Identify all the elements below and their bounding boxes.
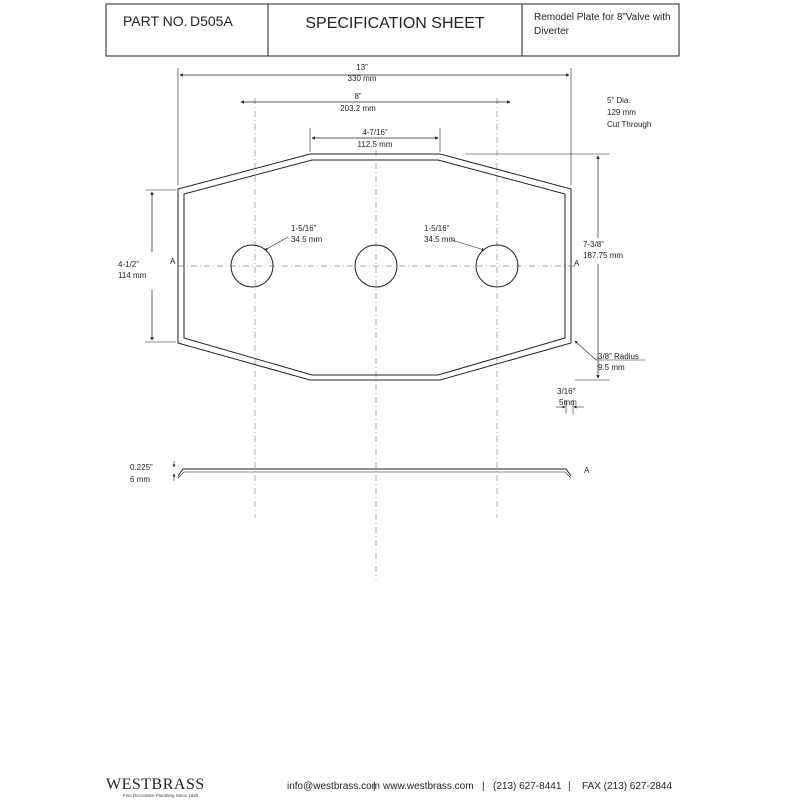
side-height-mm: 114 mm: [118, 271, 147, 280]
center-lines: [178, 98, 575, 580]
brand-logo: WESTBRASS: [106, 776, 205, 793]
right-valve-hole: [475, 244, 519, 288]
hole-right-mm: 34.5 mm: [424, 235, 455, 244]
description-line-1: Remodel Plate for 8”Valve with: [534, 12, 671, 23]
plate-outline: [177, 153, 572, 381]
footer-separator-3: |: [568, 781, 571, 792]
side-height-dimension: 4-1/2” 114 mm A: [118, 189, 176, 343]
dia-line-3: Cut Through: [607, 120, 651, 129]
middle-valve-hole: [354, 244, 398, 288]
center-spacing-dimension: 8” 203.2 mm: [240, 92, 511, 113]
center-spacing-mm: 203.2 mm: [340, 104, 376, 113]
overall-width-mm: 330 mm: [348, 74, 377, 83]
section-marker-left: A: [170, 257, 176, 266]
overall-width-in: 13”: [356, 63, 368, 72]
section-marker-right: A: [574, 259, 580, 268]
description-line-2: Diverter: [534, 26, 570, 37]
flange-in: 3/16”: [557, 387, 576, 396]
radius-in: 3/8” Radius: [598, 352, 639, 361]
left-valve-hole: [230, 244, 274, 288]
overall-width-dimension: 13” 330 mm: [177, 63, 572, 185]
brand-tagline: Fine Decorative Plumbing Since 1935: [123, 793, 199, 798]
thickness-mm: 6 mm: [130, 475, 150, 484]
part-number: D505A: [190, 13, 233, 29]
hole-left-in: 1-5/16”: [291, 224, 317, 233]
section-view: 0.225” 6 mm A: [130, 461, 590, 484]
left-hole-callout: 1-5/16” 34.5 mm: [264, 224, 322, 251]
valve-holes: [230, 244, 519, 288]
top-edge-in: 4-7/16”: [362, 128, 388, 137]
cut-through-callout: 5” Dia. 129 mm Cut Through: [607, 96, 651, 129]
hole-left-mm: 34.5 mm: [291, 235, 322, 244]
footer-phone: (213) 627-8441: [493, 781, 562, 792]
footer-separator-2: |: [482, 781, 485, 792]
footer: WESTBRASS Fine Decorative Plumbing Since…: [106, 776, 672, 798]
right-hole-callout: 1-5/16” 34.5 mm: [424, 224, 485, 251]
footer-fax: FAX (213) 627-2844: [582, 781, 672, 792]
hole-right-in: 1-5/16”: [424, 224, 450, 233]
sheet-title: SPECIFICATION SHEET: [305, 15, 485, 32]
footer-separator-1: |: [373, 781, 376, 792]
dia-line-2: 129 mm: [607, 108, 636, 117]
title-block: PART NO. D505A SPECIFICATION SHEET Remod…: [105, 3, 680, 57]
top-edge-mm: 112.5 mm: [358, 140, 393, 149]
overall-height-dimension: 7-3/8” 187.75 mm A: [465, 153, 623, 381]
radius-callout: 3/8” Radius 9.5 mm: [574, 340, 645, 372]
top-edge-dimension: 4-7/16” 112.5 mm: [309, 128, 441, 152]
center-spacing-in: 8”: [354, 92, 361, 101]
thickness-in: 0.225”: [130, 463, 153, 472]
part-label: PART NO.: [123, 13, 188, 29]
radius-mm: 9.5 mm: [598, 363, 625, 372]
footer-website[interactable]: www.westbrass.com: [382, 781, 474, 792]
side-height-in: 4-1/2”: [118, 260, 139, 269]
dia-line-1: 5” Dia.: [607, 96, 631, 105]
overall-height-in: 7-3/8”: [583, 240, 604, 249]
flange-mm: 5mm: [559, 398, 577, 407]
footer-email[interactable]: info@westbrass.com: [287, 781, 380, 792]
flange-dimension: 3/16” 5mm: [556, 387, 584, 414]
section-marker-view: A: [584, 466, 590, 475]
overall-height-mm: 187.75 mm: [583, 251, 623, 260]
